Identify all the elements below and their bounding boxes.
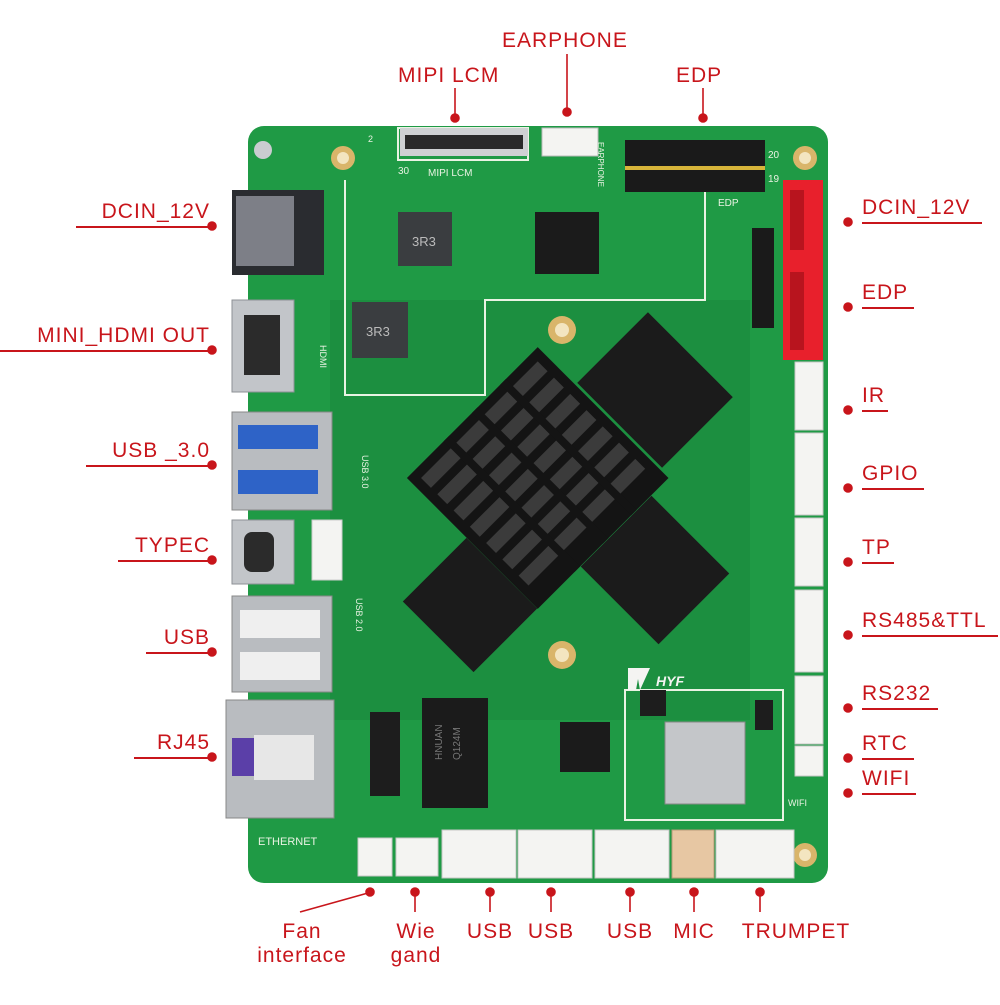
- ram-chip-1: [577, 312, 733, 468]
- callout-rj45: RJ45: [134, 731, 210, 759]
- silk-usb20: USB 2.0: [354, 598, 364, 632]
- silk-pin30: 30: [398, 166, 410, 177]
- power-inductor-2: [352, 302, 408, 358]
- callout-earphone-text: EARPHONE: [502, 29, 628, 52]
- silk-brand: HYF: [656, 673, 684, 689]
- jumper-header: [752, 228, 774, 328]
- mounting-holes: [254, 141, 817, 867]
- usb-hub-chip: [560, 722, 610, 772]
- callout-tp: TP: [862, 536, 894, 564]
- callout-gpio-text: GPIO: [862, 462, 919, 485]
- wifi-module: [664, 721, 746, 805]
- callout-rs232-text: RS232: [862, 682, 932, 705]
- callout-tp-text: TP: [862, 536, 891, 559]
- silk-inductor-2: 3R3: [366, 324, 390, 339]
- callout-usb-3-0: USB _3.0: [86, 439, 210, 467]
- callout-wiegand-line1: Wie: [396, 920, 436, 943]
- silk-mipi-lcm: MIPI LCM: [428, 168, 472, 179]
- callout-mic: MIC: [666, 920, 722, 944]
- callout-dcin-12v-right-text: DCIN_12V: [862, 196, 971, 219]
- callout-wiegand: Wie gand: [384, 920, 448, 968]
- bottom-connectors: [357, 829, 795, 879]
- silk-pin20: 20: [768, 150, 780, 161]
- earphone-connector: [541, 127, 599, 157]
- callout-usb-b2: USB: [521, 920, 581, 944]
- silk-ethernet: ETHERNET: [258, 836, 318, 848]
- power-inductor-1: [398, 212, 452, 266]
- callout-usb-left: USB: [146, 626, 210, 654]
- callout-earphone: EARPHONE: [502, 29, 628, 53]
- callout-trumpet: TRUMPET: [734, 920, 858, 944]
- callout-edp-top: EDP: [676, 64, 722, 88]
- ram-chip-2: [580, 495, 730, 645]
- callout-rs485-ttl: RS485&TTL: [862, 609, 998, 637]
- silk-inductor-1: 3R3: [412, 234, 436, 249]
- emmc-chip: [402, 537, 538, 673]
- callout-ir: IR: [862, 384, 888, 412]
- callout-usb-b3-text: USB: [606, 920, 654, 943]
- callout-gpio: GPIO: [862, 462, 924, 490]
- callout-usb-b3: USB: [600, 920, 660, 944]
- silk-hdmi: HDMI: [318, 345, 328, 368]
- silk-eth-chip-1: HNUAN: [434, 724, 445, 760]
- callout-wifi: WIFI: [862, 767, 916, 795]
- callout-usb-b1-text: USB: [466, 920, 514, 943]
- callout-typec-text: TYPEC: [134, 534, 210, 557]
- right-connectors: [794, 361, 824, 777]
- hyf-logo: [628, 668, 650, 690]
- callout-usb-left-text: USB: [163, 626, 210, 649]
- callout-mini-hdmi-out-text: MINI_HDMI OUT: [37, 324, 210, 347]
- callout-dcin-12v-left: DCIN_12V: [76, 200, 210, 228]
- callout-dcin-12v-left-text: DCIN_12V: [101, 200, 210, 223]
- callout-fan-interface: Fan interface: [244, 920, 360, 968]
- leader-lines: [207, 54, 853, 913]
- callout-mic-text: MIC: [673, 920, 715, 943]
- callout-usb-3-0-text: USB _3.0: [112, 439, 210, 462]
- small-white-connector: [311, 519, 343, 581]
- callout-edp-right-text: EDP: [862, 281, 909, 304]
- callout-trumpet-text: TRUMPET: [741, 920, 851, 943]
- callout-rs485-ttl-text: RS485&TTL: [862, 609, 987, 632]
- silk-earphone: EARPHONE: [596, 142, 605, 187]
- edp-bridge-chip: [535, 212, 599, 274]
- callout-rj45-text: RJ45: [156, 731, 210, 754]
- callout-usb-b1: USB: [460, 920, 520, 944]
- callout-fan-interface-line1: Fan: [282, 920, 322, 943]
- callout-wifi-text: WIFI: [862, 767, 911, 790]
- silk-usb30: USB 3.0: [360, 455, 370, 489]
- callout-dcin-12v-right: DCIN_12V: [862, 196, 982, 224]
- silk-pin19: 19: [768, 174, 780, 185]
- mic-connector: [671, 829, 715, 879]
- callout-typec: TYPEC: [118, 534, 210, 562]
- callout-fan-interface-line2: interface: [257, 944, 347, 967]
- callout-edp-top-text: EDP: [676, 64, 723, 87]
- callout-wiegand-line2: gand: [390, 944, 442, 967]
- silk-pin2: 2: [368, 134, 373, 144]
- callout-mini-hdmi-out: MINI_HDMI OUT: [0, 324, 210, 352]
- callout-rtc-text: RTC: [862, 732, 908, 755]
- silk-wifi: WIFI: [788, 798, 807, 808]
- callout-edp-right: EDP: [862, 281, 914, 309]
- callout-ir-text: IR: [862, 384, 885, 407]
- callout-rtc: RTC: [862, 732, 914, 760]
- silk-eth-chip-2: Q124M: [452, 727, 463, 760]
- silk-edp: EDP: [718, 198, 739, 209]
- callout-mipi-lcm-text: MIPI LCM: [398, 64, 500, 87]
- callout-usb-b2-text: USB: [527, 920, 575, 943]
- callout-rs232: RS232: [862, 682, 938, 710]
- soc-heatsink: [406, 347, 669, 609]
- callout-mipi-lcm: MIPI LCM: [398, 64, 499, 88]
- ethernet-transformer: [422, 698, 488, 808]
- edp-pin-header: [625, 140, 765, 192]
